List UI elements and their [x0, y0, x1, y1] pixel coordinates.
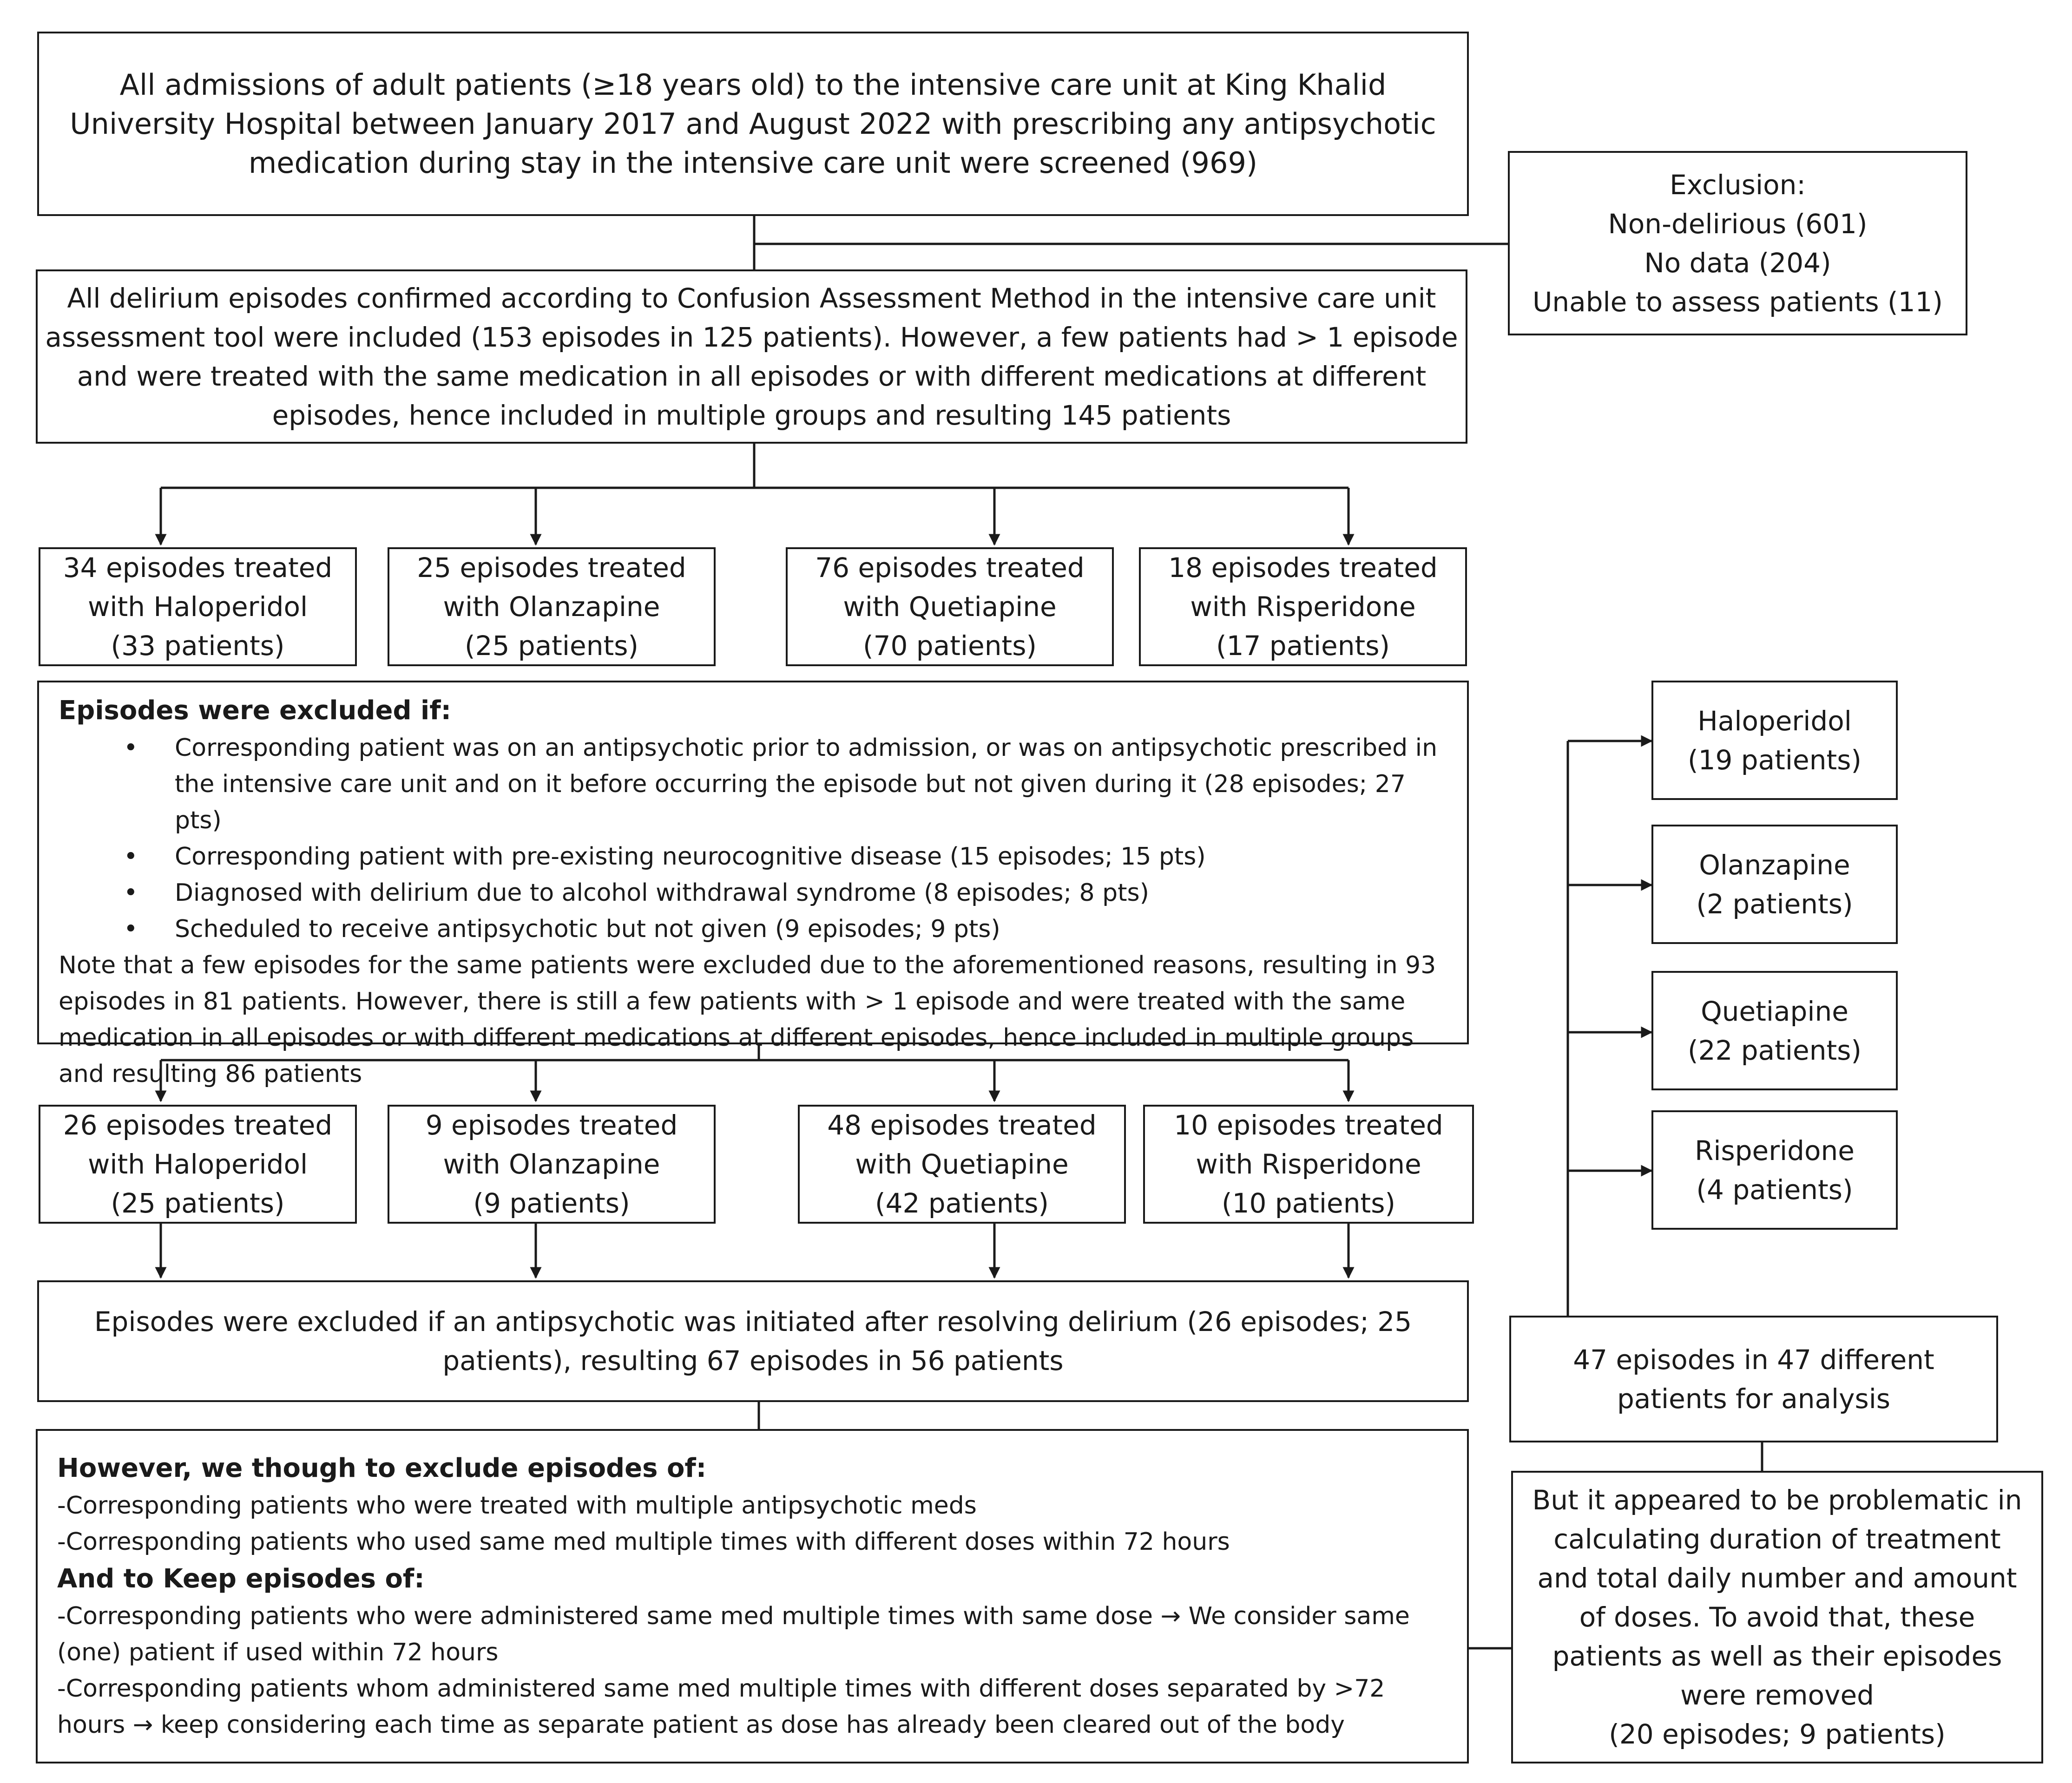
initiated-after-box: Episodes were excluded if an antipsychot… [37, 1280, 1469, 1402]
excluded-if-title: Episodes were excluded if: [59, 695, 452, 726]
group2-olanzapine: 9 episodes treated with Olanzapine (9 pa… [388, 1105, 716, 1224]
excluded-if-bullet: Corresponding patient with pre-existing … [124, 839, 1447, 875]
group-episodes: 18 episodes treated [1168, 552, 1438, 583]
final-group-name: Risperidone [1695, 1134, 1855, 1167]
exclusion-item: No data (204) [1644, 247, 1831, 279]
exclusion-title: Exclusion: [1670, 169, 1806, 201]
screening-line-1: All admissions of adult patients (≥18 ye… [119, 67, 1387, 102]
group-patients: (17 patients) [1216, 630, 1390, 662]
final-risperidone-box: Risperidone (4 patients) [1651, 1110, 1898, 1230]
group-episodes: 9 episodes treated [425, 1109, 678, 1141]
however-keep-item: -Corresponding patients whom administere… [57, 1675, 1385, 1739]
group-patients: (10 patients) [1221, 1187, 1396, 1219]
final-haloperidol-box: Haloperidol (19 patients) [1651, 681, 1898, 800]
excluded-if-box: Episodes were excluded if: Corresponding… [37, 681, 1469, 1088]
analysis-line-2: patients for analysis [1617, 1383, 1891, 1415]
problematic-line: of doses. To avoid that, these [1579, 1601, 1975, 1633]
however-exclude-item: -Corresponding patients who used same me… [57, 1528, 1230, 1556]
group-episodes: 76 episodes treated [815, 552, 1085, 583]
problematic-line: But it appeared to be problematic in [1532, 1484, 2022, 1516]
final-group-count: (22 patients) [1687, 1034, 1862, 1066]
group2-haloperidol: 26 episodes treated with Haloperidol (25… [39, 1105, 357, 1224]
final-group-name: Quetiapine [1701, 995, 1848, 1027]
analysis-line-1: 47 episodes in 47 different [1573, 1344, 1934, 1376]
screening-box: All admissions of adult patients (≥18 ye… [37, 32, 1469, 216]
group-medication: with Olanzapine [443, 1148, 660, 1180]
screening-line-3: medication during stay in the intensive … [248, 145, 1258, 180]
group1-olanzapine: 25 episodes treated with Olanzapine (25 … [388, 547, 716, 666]
excluded-if-bullet: Scheduled to receive antipsychotic but n… [124, 911, 1447, 947]
excluded-if-bullet: Diagnosed with delirium due to alcohol w… [124, 875, 1447, 911]
excluded-if-bullet: Corresponding patient was on an antipsyc… [124, 730, 1447, 839]
included-box: All delirium episodes confirmed accordin… [36, 269, 1467, 444]
problematic-line: patients as well as their episodes [1552, 1640, 2002, 1672]
included-line-3: and were treated with the same medicatio… [77, 360, 1427, 392]
group-medication: with Haloperidol [87, 591, 308, 623]
problematic-line: calculating duration of treatment [1553, 1523, 2001, 1555]
group-patients: (25 patients) [464, 630, 639, 662]
group-episodes: 25 episodes treated [417, 552, 686, 583]
group2-risperidone: 10 episodes treated with Risperidone (10… [1143, 1105, 1474, 1224]
group1-risperidone: 18 episodes treated with Risperidone (17… [1139, 547, 1467, 666]
final-olanzapine-box: Olanzapine (2 patients) [1651, 825, 1898, 944]
excluded-if-note: Note that a few episodes for the same pa… [59, 951, 1436, 1088]
however-keep-title: And to Keep episodes of: [57, 1564, 425, 1594]
however-box: However, we though to exclude episodes o… [36, 1429, 1469, 1763]
group-medication: with Olanzapine [443, 591, 660, 623]
group-medication: with Haloperidol [87, 1148, 308, 1180]
analysis-box: 47 episodes in 47 different patients for… [1509, 1316, 1998, 1442]
final-group-count: (4 patients) [1696, 1173, 1853, 1206]
group1-haloperidol: 34 episodes treated with Haloperidol (33… [39, 547, 357, 666]
group-medication: with Risperidone [1196, 1148, 1421, 1180]
final-group-name: Haloperidol [1697, 705, 1852, 737]
initiated-after-line-1: Episodes were excluded if an antipsychot… [94, 1306, 1412, 1337]
group-episodes: 48 episodes treated [827, 1109, 1097, 1141]
initiated-after-line-2: patients), resulting 67 episodes in 56 p… [442, 1345, 1064, 1377]
problematic-line: (20 episodes; 9 patients) [1609, 1718, 1946, 1750]
group-patients: (9 patients) [473, 1187, 630, 1219]
group-episodes: 10 episodes treated [1174, 1109, 1443, 1141]
group-episodes: 34 episodes treated [63, 552, 333, 583]
group-episodes: 26 episodes treated [63, 1109, 333, 1141]
group-medication: with Quetiapine [843, 591, 1057, 623]
problematic-box: But it appeared to be problematic in cal… [1511, 1471, 2043, 1763]
group-patients: (70 patients) [862, 630, 1037, 662]
however-exclude-title: However, we though to exclude episodes o… [57, 1453, 707, 1483]
group-patients: (25 patients) [111, 1187, 285, 1219]
final-group-count: (2 patients) [1696, 888, 1853, 920]
exclusion-box: Exclusion: Non-delirious (601) No data (… [1508, 151, 1967, 335]
however-exclude-item: -Corresponding patients who were treated… [57, 1492, 977, 1520]
group-medication: with Quetiapine [855, 1148, 1069, 1180]
problematic-line: and total daily number and amount [1537, 1562, 2017, 1594]
group-medication: with Risperidone [1190, 591, 1416, 623]
exclusion-item: Unable to assess patients (11) [1532, 286, 1943, 318]
problematic-line: were removed [1680, 1679, 1874, 1711]
excluded-if-list: Corresponding patient was on an antipsyc… [59, 730, 1447, 947]
final-group-name: Olanzapine [1699, 849, 1850, 881]
screening-line-2: University Hospital between January 2017… [70, 106, 1436, 141]
group1-quetiapine: 76 episodes treated with Quetiapine (70 … [786, 547, 1114, 666]
included-line-4: episodes, hence included in multiple gro… [272, 399, 1231, 431]
included-line-2: assessment tool were included (153 episo… [45, 321, 1458, 353]
final-quetiapine-box: Quetiapine (22 patients) [1651, 971, 1898, 1090]
group2-quetiapine: 48 episodes treated with Quetiapine (42 … [798, 1105, 1126, 1224]
exclusion-item: Non-delirious (601) [1608, 208, 1868, 240]
however-keep-item: -Corresponding patients who were adminis… [57, 1602, 1410, 1666]
group-patients: (42 patients) [875, 1187, 1049, 1219]
group-patients: (33 patients) [111, 630, 285, 662]
final-group-count: (19 patients) [1687, 744, 1862, 776]
included-line-1: All delirium episodes confirmed accordin… [67, 282, 1436, 314]
